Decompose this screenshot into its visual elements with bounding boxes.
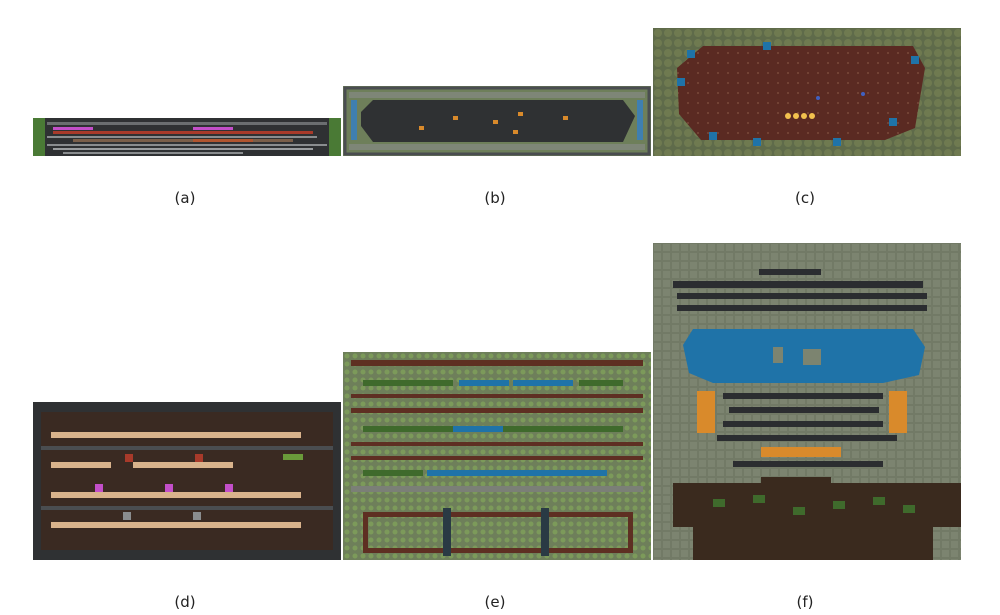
caption-f: (f) <box>796 593 814 611</box>
caption-b: (b) <box>484 189 506 207</box>
map-panel-d <box>33 402 341 560</box>
caption-e: (e) <box>484 593 506 611</box>
map-panel-e <box>343 352 651 560</box>
caption-d: (d) <box>174 593 196 611</box>
map-panel-b <box>343 86 651 156</box>
caption-a: (a) <box>174 189 196 207</box>
map-panel-f <box>653 243 961 560</box>
map-panel-a <box>33 118 341 156</box>
map-panel-c <box>653 28 961 156</box>
caption-c: (c) <box>795 189 815 207</box>
